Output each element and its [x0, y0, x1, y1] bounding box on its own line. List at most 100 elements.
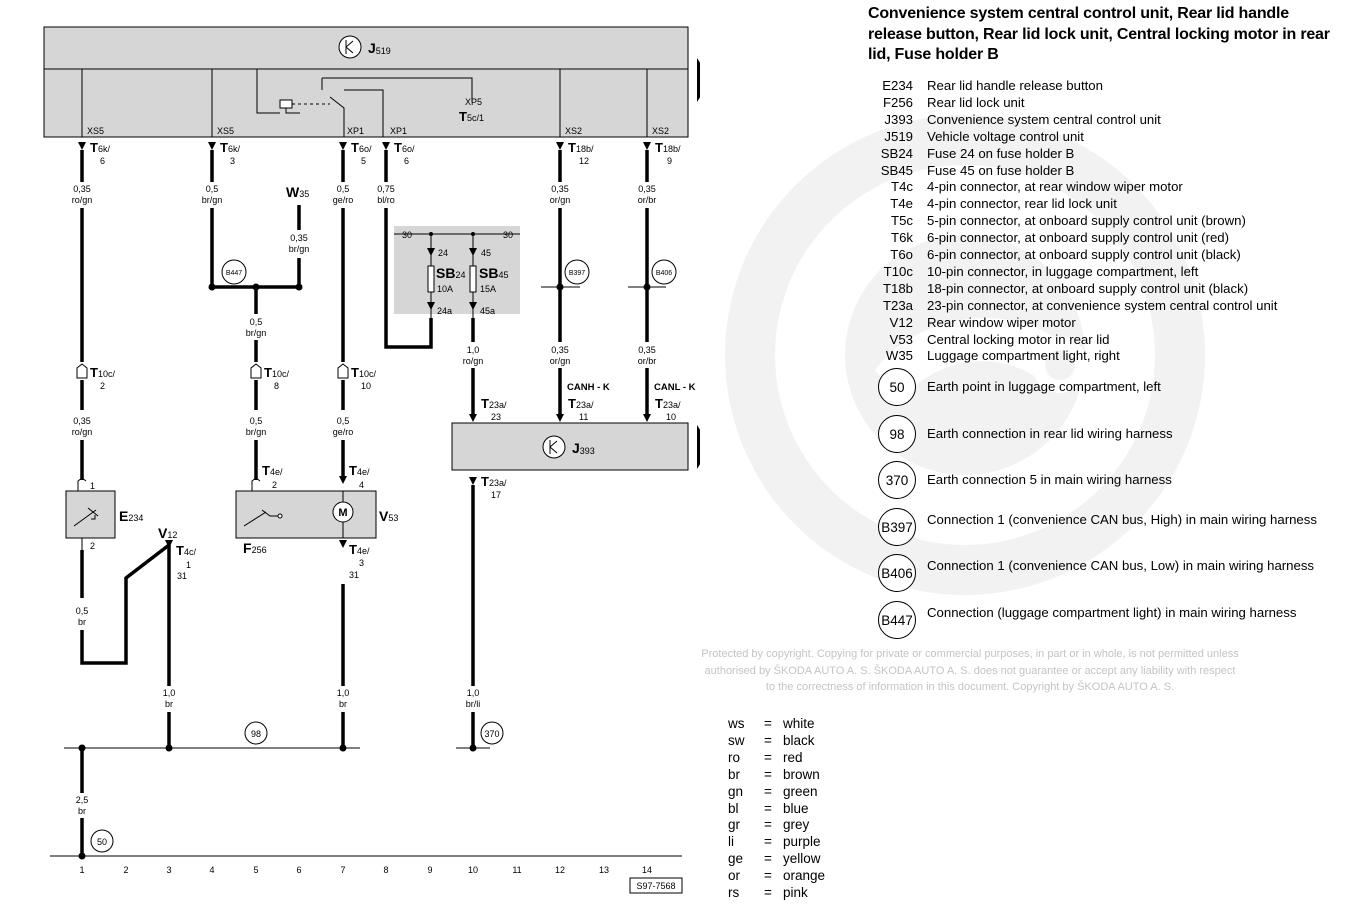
- svg-text:T10c/: T10c/: [264, 365, 289, 380]
- svg-text:1,0: 1,0: [163, 688, 176, 698]
- legend-code: SB45: [880, 162, 913, 178]
- svg-text:T23a/: T23a/: [655, 396, 681, 411]
- legend-item: T5c 5-pin connector, at onboard supply co…: [868, 213, 1348, 230]
- legend-earth-description: Connection 1 (convenience CAN bus, High)…: [927, 512, 1317, 527]
- svg-text:T4e/: T4e/: [262, 463, 283, 478]
- motor-m-label: M: [338, 507, 347, 519]
- legend-description: 5-pin connector, at onboard supply contr…: [927, 213, 1246, 229]
- svg-text:0,5: 0,5: [206, 184, 219, 194]
- t4c-arrow: [165, 540, 173, 548]
- svg-text:0,5: 0,5: [250, 416, 263, 426]
- svg-text:2: 2: [272, 480, 277, 490]
- svg-text:T23a/: T23a/: [481, 474, 507, 489]
- canh-label: CANH - K: [567, 382, 610, 393]
- wire-color-item: ws=white: [728, 716, 868, 733]
- svg-text:T6k/: T6k/: [90, 140, 110, 155]
- j519-control-unit-box: [43, 26, 689, 138]
- legend-description: Rear window wiper motor: [927, 314, 1076, 330]
- svg-text:14: 14: [642, 865, 652, 875]
- svg-text:0,35: 0,35: [290, 233, 308, 243]
- wire-color-item: ge=yellow: [728, 851, 868, 868]
- wire-color-item: bl=blue: [728, 801, 868, 818]
- wire-color-code: gr: [728, 817, 741, 833]
- t5c-label: T5c/1: [459, 109, 484, 124]
- svg-text:T4e/: T4e/: [349, 542, 370, 557]
- svg-text:T6k/: T6k/: [220, 140, 240, 155]
- f256-label: F256: [243, 540, 267, 556]
- svg-text:or/br: or/br: [638, 356, 657, 366]
- legend-description: 6-pin connector, at onboard supply contr…: [927, 230, 1230, 246]
- top-pin-arrows: [78, 142, 651, 150]
- pin-group-label: XS5: [217, 126, 234, 136]
- legend-code: V12: [889, 314, 913, 330]
- wire-color-name: red: [783, 749, 803, 765]
- earth-point-50: 50: [90, 829, 114, 853]
- wiring-diagram: J519 XP5 T5c/1 XS5 XS5 XP1 XP1 XS2 XS2 T: [43, 26, 700, 894]
- wire-color-name: black: [783, 732, 815, 748]
- svg-text:0,5: 0,5: [76, 606, 89, 616]
- legend-earth-code: 50: [878, 368, 916, 406]
- svg-text:br/gn: br/gn: [289, 244, 310, 254]
- junction-dots: [78, 283, 651, 860]
- legend-code: E234: [882, 78, 913, 93]
- equals-sign: =: [764, 834, 772, 850]
- legend-earth-code: 370: [878, 461, 916, 499]
- svg-text:T6o/: T6o/: [394, 140, 415, 155]
- wire-color-name: brown: [783, 766, 820, 782]
- legend-earth-description: Earth connection in rear lid wiring harn…: [927, 426, 1173, 441]
- svg-text:8: 8: [383, 865, 388, 875]
- svg-text:br: br: [78, 617, 86, 627]
- svg-text:ro/gn: ro/gn: [463, 356, 484, 366]
- svg-text:0,35: 0,35: [73, 416, 91, 426]
- wire-color-name: orange: [783, 868, 826, 884]
- legend-earth-description: Connection (luggage compartment light) i…: [927, 605, 1297, 620]
- svg-text:8: 8: [274, 381, 279, 391]
- column-numbers: 1 2 3 4 5 6 7 8 9 10 11 12 13 14: [79, 865, 652, 875]
- svg-text:12: 12: [579, 156, 589, 166]
- wire-color-item: ro=red: [728, 750, 868, 767]
- svg-text:or/br: or/br: [638, 195, 657, 205]
- t4c-label: T4c/ 1 31: [176, 543, 196, 581]
- connection-b447: B447: [221, 259, 247, 285]
- svg-text:6: 6: [100, 156, 105, 166]
- wire-color-code: or: [728, 868, 741, 884]
- t10c-labels: T10c/ 2 T10c/ 8 T10c/ 10: [90, 365, 376, 391]
- wire-color-code: gn: [728, 783, 744, 799]
- svg-text:370: 370: [484, 729, 499, 739]
- wire-color-code: rs: [728, 885, 740, 900]
- svg-text:12: 12: [555, 865, 565, 875]
- svg-text:6: 6: [296, 865, 301, 875]
- svg-text:br: br: [78, 806, 86, 816]
- svg-text:br/gn: br/gn: [246, 427, 267, 437]
- legend-code: T5c: [891, 213, 913, 229]
- svg-text:31: 31: [177, 571, 187, 581]
- legend-code: J519: [884, 128, 913, 144]
- svg-text:17: 17: [491, 490, 501, 500]
- copyright-notice: Protected by copyright. Copying for priv…: [701, 648, 1239, 693]
- wire-color-code: ge: [728, 851, 744, 867]
- fuse-sb45-element: [469, 265, 477, 293]
- svg-text:B397: B397: [569, 270, 585, 277]
- legend-earth-description: Connection 1 (convenience CAN bus, Low) …: [927, 558, 1315, 573]
- wire-color-code: br: [728, 766, 741, 782]
- fuse-term-label: 30: [503, 230, 513, 240]
- e234-switch: [65, 477, 116, 550]
- fuse-sb45-rating: 15A: [480, 284, 496, 294]
- fuse-pin-label: 45: [481, 248, 491, 258]
- legend-description: Luggage compartment light, right: [927, 348, 1120, 364]
- svg-text:1: 1: [186, 560, 191, 570]
- wire-color-name: blue: [783, 800, 809, 816]
- earth-point-370: 370: [480, 721, 504, 745]
- svg-text:or/gn: or/gn: [550, 195, 571, 205]
- legend-earth-code: B406: [878, 554, 916, 592]
- svg-text:bl/ro: bl/ro: [377, 195, 395, 205]
- pin-group-label: XS2: [652, 126, 669, 136]
- wire-color-name: green: [783, 783, 818, 799]
- svg-text:B406: B406: [656, 270, 672, 277]
